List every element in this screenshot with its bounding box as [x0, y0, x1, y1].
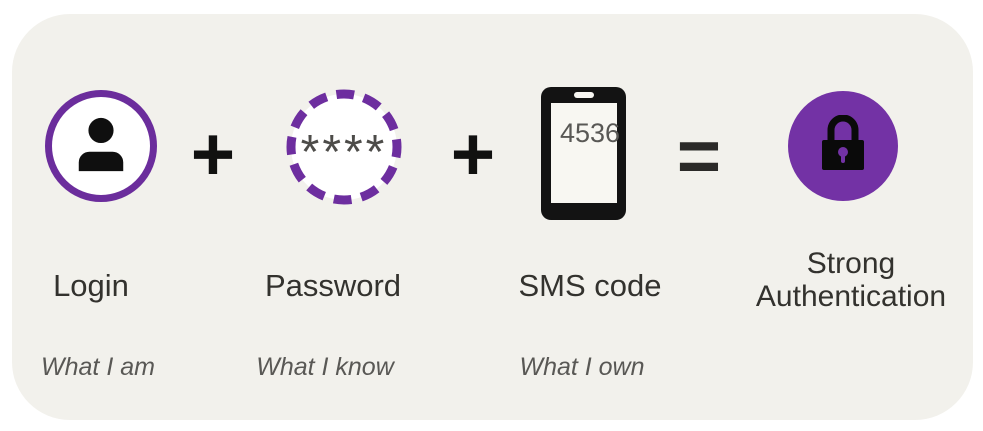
sms-caption: What I own — [519, 353, 645, 381]
sms-code-label: SMS code — [518, 268, 662, 303]
plus-operator: + — [450, 112, 496, 197]
equals-operator: = — [676, 114, 722, 199]
phone-speaker — [573, 92, 594, 98]
background-card — [12, 14, 973, 420]
sms-code-text: 4536 — [560, 118, 621, 148]
result-circle — [788, 91, 898, 201]
lock-icon — [819, 114, 867, 178]
masked-password-text: **** — [300, 126, 388, 179]
password-caption: What I know — [256, 353, 394, 381]
plus-operator: + — [190, 112, 236, 197]
login-label: Login — [53, 268, 129, 303]
person-icon — [72, 116, 130, 177]
password-label: Password — [264, 268, 402, 303]
login-circle — [45, 90, 157, 202]
phone-screen: 4536 — [551, 103, 621, 203]
login-caption: What I am — [41, 353, 155, 381]
dashed-circle-icon — [285, 89, 403, 210]
password-dashed-circle — [285, 88, 403, 206]
strong-authentication-label: Strong Authentication — [755, 247, 947, 313]
phone-icon: 4536 — [541, 87, 626, 220]
